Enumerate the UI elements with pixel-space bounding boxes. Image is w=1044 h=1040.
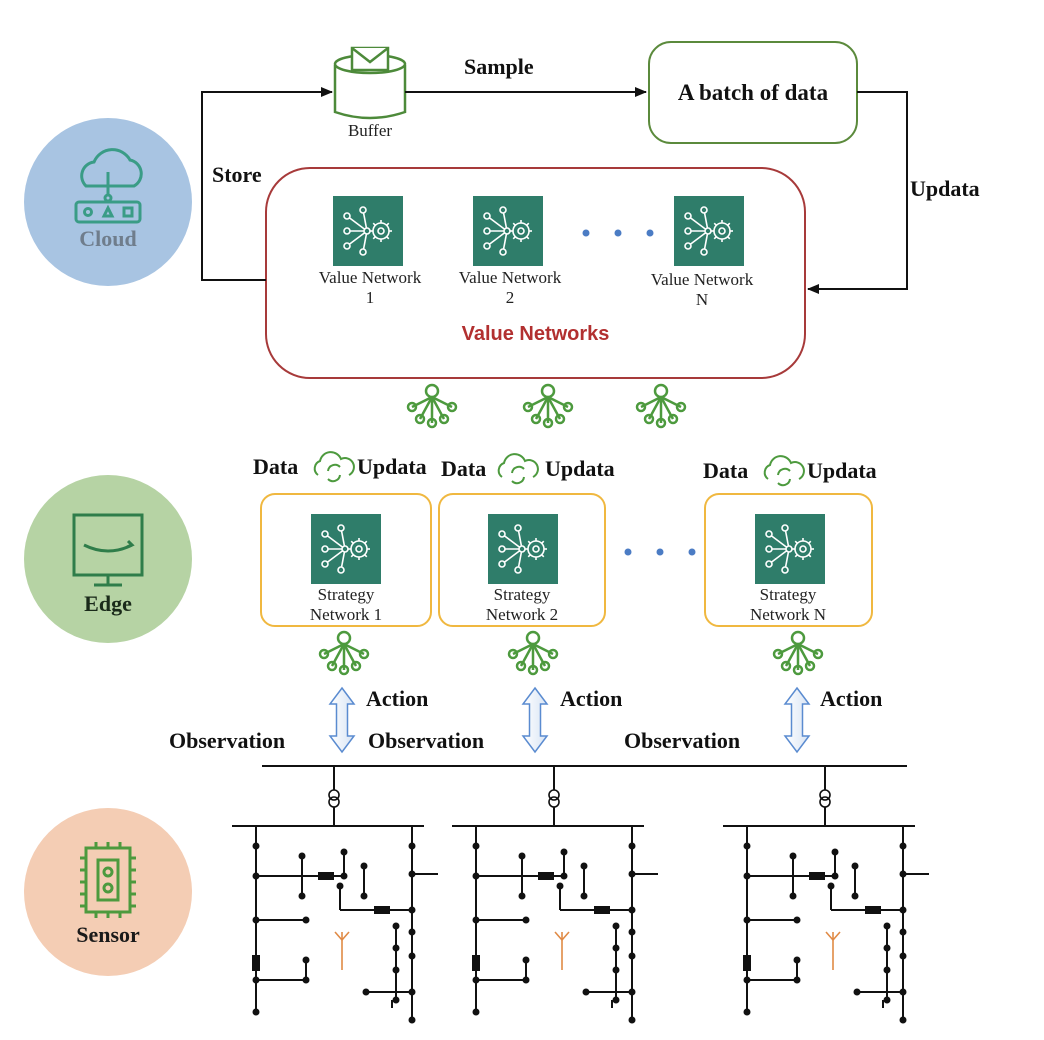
distribution-grid-n xyxy=(723,766,929,1024)
action-label-1: Action xyxy=(366,686,429,711)
data-label-1: Data xyxy=(253,454,299,479)
data-label-n: Data xyxy=(703,458,749,483)
strategy-link-node-icon-2 xyxy=(507,630,559,676)
value-link-node-icon-1 xyxy=(406,383,458,429)
cloud-tier-circle: Cloud xyxy=(24,118,192,286)
strategy-network-n-icon xyxy=(755,514,825,584)
data-label-2: Data xyxy=(441,456,487,481)
value-network-1-icon xyxy=(333,196,403,266)
sample-label: Sample xyxy=(464,54,534,79)
cloud-device-icon xyxy=(74,148,143,224)
action-label-n: Action xyxy=(820,686,883,711)
sync-cloud-icon-1 xyxy=(313,451,355,483)
observation-label-1: Observation xyxy=(169,728,286,753)
strategy-networks-ellipsis xyxy=(624,548,696,556)
updata-arrow xyxy=(807,91,908,294)
updata-label-1: Updata xyxy=(357,454,427,479)
strategy-link-node-icon-1 xyxy=(318,630,370,676)
edge-tier-label: Edge xyxy=(84,591,132,616)
distribution-grid-1 xyxy=(232,766,438,1024)
value-networks-title: Value Networks xyxy=(461,323,610,345)
buffer-icon xyxy=(333,46,407,120)
action-observation-arrow-1 xyxy=(328,686,356,754)
value-link-node-icon-2 xyxy=(522,383,574,429)
value-link-node-icon-3 xyxy=(635,383,687,429)
observation-label-n: Observation xyxy=(624,728,741,753)
buffer-label: Buffer xyxy=(347,121,393,140)
updata-label-2: Updata xyxy=(545,456,615,481)
sensor-tier-label: Sensor xyxy=(76,922,140,947)
action-observation-arrow-n xyxy=(783,686,811,754)
monitor-icon xyxy=(72,513,144,587)
store-label: Store xyxy=(212,162,262,187)
batch-label: A batch of data xyxy=(677,80,829,105)
sync-cloud-icon-n xyxy=(763,455,805,487)
chip-sensor-icon xyxy=(80,842,136,918)
store-arrow xyxy=(201,87,333,281)
action-observation-arrow-2 xyxy=(521,686,549,754)
updata-label: Updata xyxy=(910,176,980,201)
cloud-tier-label: Cloud xyxy=(79,226,137,251)
updata-label-n: Updata xyxy=(807,458,877,483)
sync-cloud-icon-2 xyxy=(497,453,539,485)
observation-label-2: Observation xyxy=(368,728,485,753)
value-networks-ellipsis xyxy=(582,229,654,237)
strategy-link-node-icon-n xyxy=(772,630,824,676)
action-label-2: Action xyxy=(560,686,623,711)
edge-tier-circle: Edge xyxy=(24,475,192,643)
value-network-n-icon xyxy=(674,196,744,266)
distribution-grid-2 xyxy=(452,766,658,1024)
value-network-2-icon xyxy=(473,196,543,266)
sensor-tier-circle: Sensor xyxy=(24,808,192,976)
strategy-network-1-icon xyxy=(311,514,381,584)
strategy-network-2-icon xyxy=(488,514,558,584)
